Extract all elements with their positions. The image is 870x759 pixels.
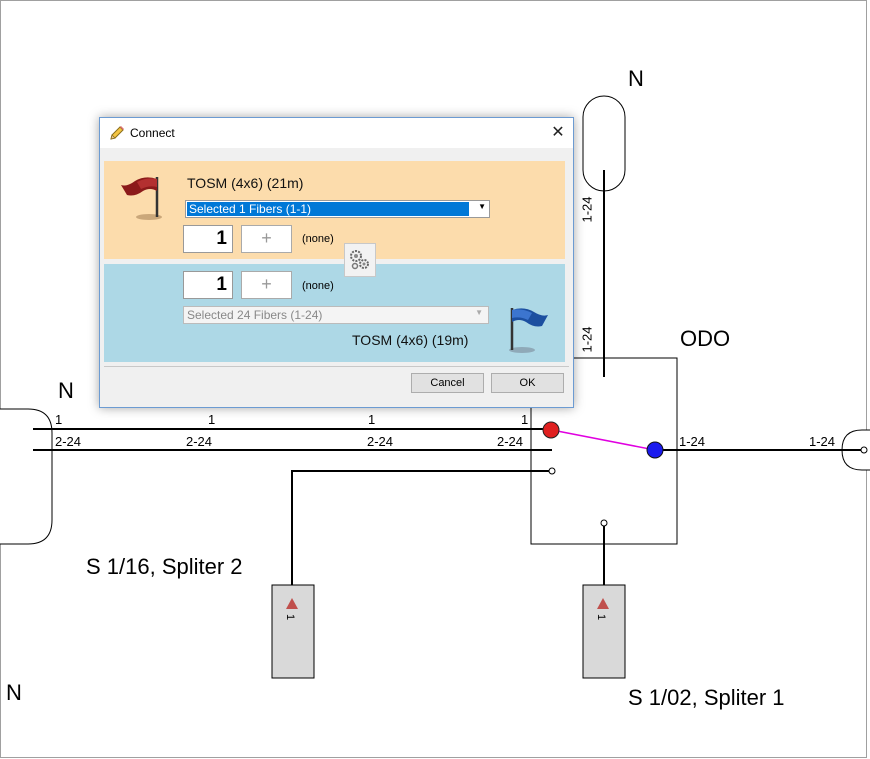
cable-b-panel: 1 + (none) Selected 24 Fibers (1-24) ▼ T… [104,264,565,362]
label-odo: ODO [680,326,731,351]
fiber-label-1-24: 1-24 [809,434,836,449]
splitter1-port-label: 1 [595,613,608,621]
blue-flag-icon [509,308,548,353]
cable-a-status: (none) [302,233,334,245]
label-n-top: N [628,66,644,91]
cancel-button[interactable]: Cancel [411,373,484,393]
cable-b-plus-button[interactable]: + [241,271,292,299]
fiber-label-2-24: 2-24 [367,434,394,449]
fiber-connection[interactable] [551,429,656,451]
fiber-label-1: 1 [521,412,529,427]
cable-b-fiber-select[interactable]: Selected 24 Fibers (1-24) ▼ [183,306,489,324]
label-splitter1: S 1/02, Spliter 1 [628,685,785,710]
fiber-label-1: 1 [55,412,63,427]
fiber-label-vert-lower: 1-24 [579,326,595,353]
splitter2-port-label: 1 [284,613,297,621]
splitter1-port[interactable] [600,519,608,527]
close-button[interactable]: ✕ [551,124,565,141]
splitter1-box[interactable] [582,584,626,679]
chevron-down-icon: ▼ [478,202,486,211]
gears-icon [350,250,369,270]
cable-b-name: TOSM (4x6) (19m) [352,332,469,348]
dialog-title: Connect [130,126,175,140]
cable-a-count-input[interactable]: 1 [183,225,233,253]
fiber-label-1: 1 [208,412,216,427]
fiber-label-1-24: 1-24 [679,434,706,449]
cable-a-name: TOSM (4x6) (21m) [187,175,304,191]
splitter2-port[interactable] [548,467,556,475]
splitter2-link[interactable] [291,470,552,600]
splitter2-box[interactable] [271,584,315,679]
fiber-label-2-24: 2-24 [55,434,82,449]
chevron-down-icon: ▼ [475,308,483,317]
splitter2-triangle [286,598,298,609]
fiber-label-vert-upper: 1-24 [579,196,595,223]
label-n-bottom: N [6,680,22,705]
red-flag-icon [121,177,162,220]
cable-right-end [860,446,868,454]
cable-a-plus-button[interactable]: + [241,225,292,253]
dialog-titlebar[interactable]: Connect ✕ [100,118,573,148]
ok-button[interactable]: OK [491,373,564,393]
blue-node[interactable] [646,441,664,459]
pencil-icon [110,126,124,140]
fiber-label-2-24: 2-24 [497,434,524,449]
connect-dialog[interactable]: Connect ✕ TOSM (4x6) (21m) Selected 1 Fi… [99,117,574,408]
label-splitter2: S 1/16, Spliter 2 [86,554,243,579]
cable-b-selected-value: Selected 24 Fibers (1-24) [187,308,323,322]
cable-a-fiber-select[interactable]: Selected 1 Fibers (1-1) ▼ [185,200,490,218]
cable-b-status: (none) [302,280,334,292]
cable-a-selected-value: Selected 1 Fibers (1-1) [187,202,469,216]
fiber-label-2-24: 2-24 [186,434,213,449]
dialog-separator [104,366,569,367]
red-node[interactable] [542,421,560,439]
cable-a-panel: TOSM (4x6) (21m) Selected 1 Fibers (1-1)… [104,161,565,259]
swap-button[interactable] [344,243,376,277]
node-n-left[interactable] [0,408,53,545]
cable-b-count-input[interactable]: 1 [183,271,233,299]
fiber-label-1: 1 [368,412,376,427]
splitter1-triangle [597,598,609,609]
label-n-left: N [58,378,74,403]
